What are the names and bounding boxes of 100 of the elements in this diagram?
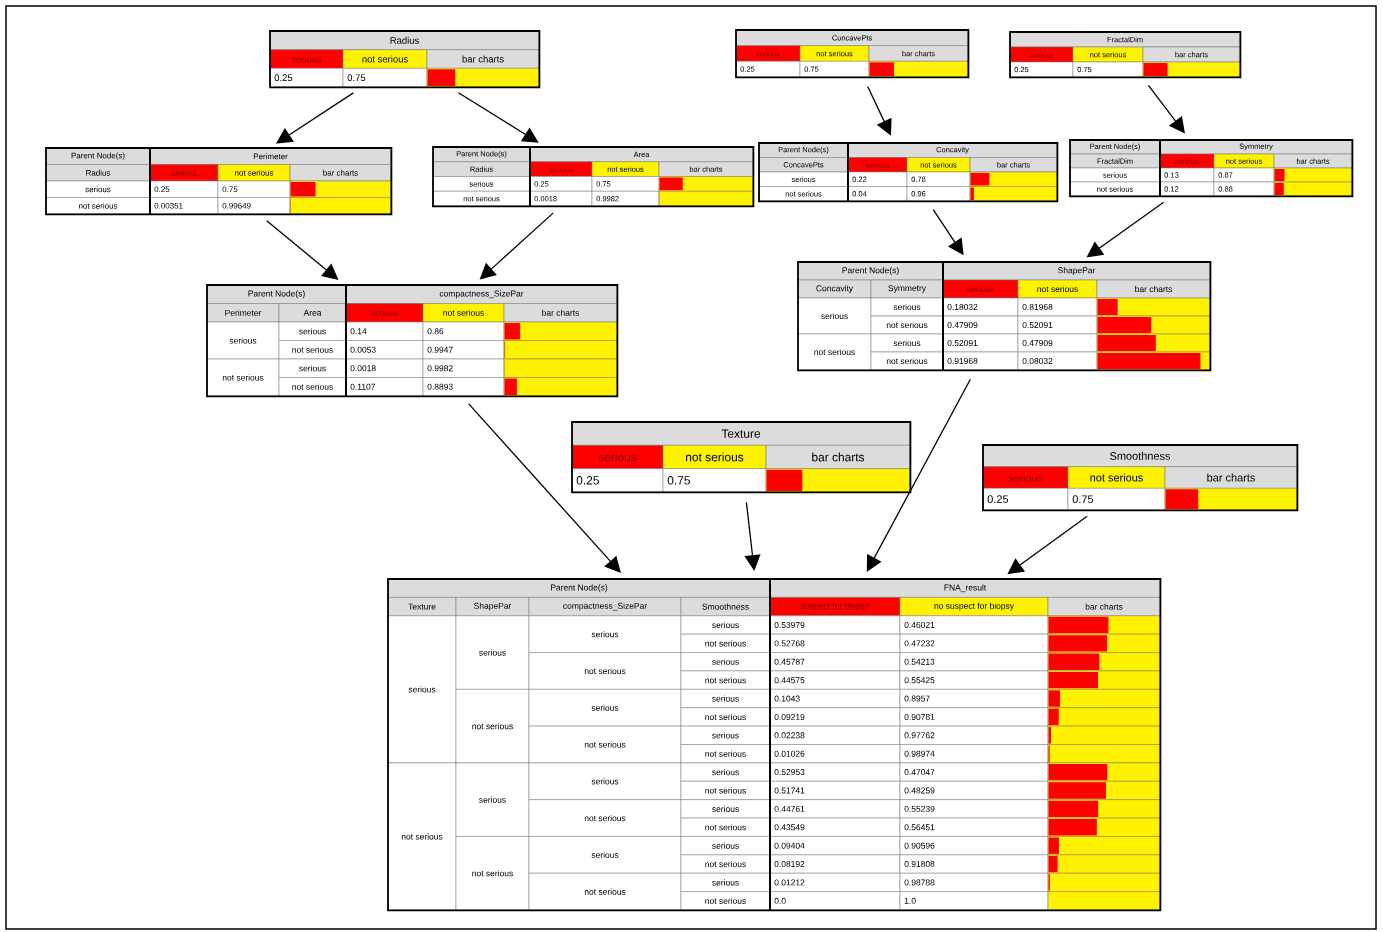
table-cell: 0.43549	[769, 817, 901, 837]
table-header: bar charts	[1164, 466, 1298, 489]
table-header: Texture	[387, 597, 457, 617]
table-cell: 0.75	[662, 468, 767, 493]
table-cell: not serious	[797, 333, 872, 371]
table-cell: 0.47909	[942, 315, 1019, 335]
table-cell: 0.47047	[899, 762, 1049, 782]
table-cell: serious	[455, 615, 530, 690]
table-header: ShapePar	[455, 597, 530, 617]
table-cell: 0.47909	[1017, 333, 1098, 353]
probability-table	[45, 147, 393, 216]
table-cell: 0.14	[345, 321, 424, 341]
table-cell: not serious	[680, 633, 771, 653]
table-cell: 0.52768	[769, 633, 901, 653]
table-cell: not serious	[680, 670, 771, 690]
table-cell: 0.56451	[899, 817, 1049, 837]
table-header: not serious	[1017, 279, 1098, 299]
table-cell: 0.45787	[769, 652, 901, 672]
table-cell: 0.53979	[769, 615, 901, 635]
table-cell: 1.0	[899, 891, 1049, 911]
table-header: serious	[942, 279, 1019, 299]
table-cell: 0.18032	[942, 297, 1019, 317]
table-cell: not serious	[680, 817, 771, 837]
table-cell: serious	[680, 762, 771, 782]
arrow	[1007, 515, 1088, 575]
table-cell: not serious	[680, 854, 771, 874]
table-cell: not serious	[680, 781, 771, 800]
table-cell: 0.8957	[899, 689, 1049, 708]
table-cell: 0.98788	[899, 873, 1049, 892]
probability-table	[735, 29, 970, 79]
table-cell: 0.02238	[769, 725, 901, 745]
table-cell: 0.86	[422, 321, 505, 341]
table-header: bar charts	[426, 49, 540, 69]
table-cell: serious	[680, 725, 771, 745]
table-cell: 0.0	[769, 891, 901, 911]
probability-table	[797, 261, 1212, 372]
table-cell: 0.54213	[899, 652, 1049, 672]
arrow	[266, 220, 339, 280]
table-cell: serious	[680, 615, 771, 635]
table-cell: 0.52091	[942, 333, 1019, 353]
arrow	[867, 85, 892, 136]
table-cell: 0.52091	[1017, 315, 1098, 335]
table-header: serious	[571, 445, 664, 469]
probability-table	[387, 578, 1162, 912]
table-cell: 0.55425	[899, 670, 1049, 690]
probability-table	[571, 421, 912, 494]
table-cell: 0.48259	[899, 781, 1049, 800]
table-cell: 0.08192	[769, 854, 901, 874]
table-header: Smoothness	[680, 597, 771, 617]
table-cell: 0.91808	[899, 854, 1049, 874]
table-cell: 0.81968	[1017, 297, 1098, 317]
table-cell: serious	[680, 873, 771, 892]
probability-table	[269, 30, 541, 89]
arrow	[1147, 84, 1185, 134]
table-cell: serious	[278, 358, 347, 378]
table-header: not serious	[342, 49, 428, 69]
probability-table	[982, 444, 1299, 512]
table-header: Symmetry	[870, 279, 944, 299]
table-cell: 0.8893	[422, 377, 505, 397]
table-header: bar charts	[1096, 279, 1211, 299]
table-header: Concavity	[797, 279, 872, 299]
table-cell: 0.46021	[899, 615, 1049, 635]
table-header: not serious	[1067, 466, 1166, 489]
table-cell: serious	[797, 297, 872, 335]
table-cell: serious	[455, 762, 530, 837]
probability-table	[758, 142, 1059, 203]
table-cell: 0.52953	[769, 762, 901, 782]
probability-table	[1069, 139, 1354, 198]
table-cell: 0.90596	[899, 836, 1049, 856]
probability-table	[432, 146, 755, 208]
table-header: bar charts	[1047, 597, 1161, 617]
table-cell: 0.75	[1067, 488, 1166, 511]
table-cell: 0.25	[982, 488, 1069, 511]
table-cell: serious	[680, 689, 771, 708]
table-cell: 0.51741	[769, 781, 901, 800]
table-cell: not serious	[387, 762, 457, 911]
table-cell: serious	[680, 652, 771, 672]
probability-table	[1009, 31, 1242, 79]
table-cell: 0.25	[571, 468, 664, 493]
table-cell: serious	[870, 333, 944, 353]
table-cell: 0.44575	[769, 670, 901, 690]
table-header: serious	[269, 49, 344, 69]
table-cell: not serious	[455, 689, 530, 764]
table-header: suspect for biopsy	[769, 597, 901, 617]
table-cell: not serious	[870, 351, 944, 371]
table-header: no suspect for biopsy	[899, 597, 1049, 617]
table-cell: serious	[870, 297, 944, 317]
table-cell: 0.08032	[1017, 351, 1098, 371]
table-cell: 0.1043	[769, 689, 901, 708]
arrow	[276, 92, 354, 144]
table-cell: not serious	[680, 891, 771, 911]
table-cell: 0.98974	[899, 744, 1049, 764]
table-cell: not serious	[680, 744, 771, 764]
table-cell: 0.75	[342, 68, 428, 88]
table-header: serious	[982, 466, 1069, 489]
table-cell: 0.01026	[769, 744, 901, 764]
table-cell: 0.9982	[422, 358, 505, 378]
table-header: bar charts	[765, 445, 911, 469]
table-cell: not serious	[870, 315, 944, 335]
table-cell: 0.97762	[899, 725, 1049, 745]
